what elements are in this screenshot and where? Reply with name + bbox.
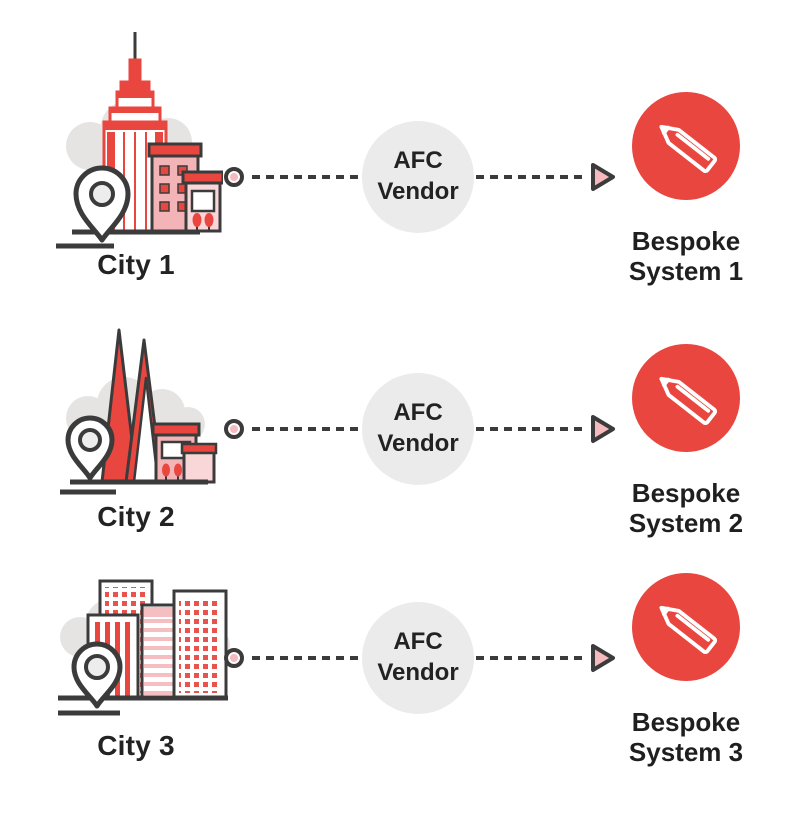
city1-illustration xyxy=(48,28,223,250)
triangle-arrowhead-icon xyxy=(591,644,615,672)
afc-vendor-node: AFC Vendor xyxy=(362,373,474,485)
bespoke-system3-node xyxy=(632,573,740,681)
afc-vendor-label: AFC Vendor xyxy=(377,399,459,457)
bespoke-system1-node xyxy=(632,92,740,200)
dashed-connector-right xyxy=(476,175,586,179)
dot-ring-icon xyxy=(224,648,244,668)
pencil-icon xyxy=(659,605,718,654)
skyline-city-with-location-pin-icon xyxy=(58,579,230,716)
pencil-icon xyxy=(659,376,718,425)
triangle-arrowhead-icon xyxy=(591,163,615,191)
dashed-connector-left xyxy=(252,175,360,179)
afc-vendor-label: AFC Vendor xyxy=(377,628,459,686)
city3-illustration xyxy=(50,565,235,717)
city1-label: City 1 xyxy=(97,249,175,280)
dashed-connector-left xyxy=(252,427,360,431)
city3-label: City 3 xyxy=(97,730,175,761)
dot-ring-icon xyxy=(224,419,244,439)
dashed-connector-left xyxy=(252,656,360,660)
afc-vendor-label: AFC Vendor xyxy=(377,147,459,205)
triangle-arrowhead-icon xyxy=(591,415,615,443)
bespoke-system3-label: Bespoke System 3 xyxy=(628,707,744,767)
dashed-connector-right xyxy=(476,656,586,660)
cathedral-city-with-location-pin-icon xyxy=(60,328,218,495)
bespoke-system1-label: Bespoke System 1 xyxy=(628,226,744,286)
city2-label: City 2 xyxy=(97,501,175,532)
afc-vendor-node: AFC Vendor xyxy=(362,602,474,714)
dot-ring-icon xyxy=(224,167,244,187)
bespoke-system2-node xyxy=(632,344,740,452)
city2-illustration xyxy=(58,320,218,500)
afc-vendor-node: AFC Vendor xyxy=(362,121,474,233)
bespoke-system2-label: Bespoke System 2 xyxy=(628,478,744,538)
skyscraper-city-with-location-pin-icon xyxy=(56,32,223,249)
dashed-connector-right xyxy=(476,427,586,431)
pencil-icon xyxy=(659,124,718,173)
